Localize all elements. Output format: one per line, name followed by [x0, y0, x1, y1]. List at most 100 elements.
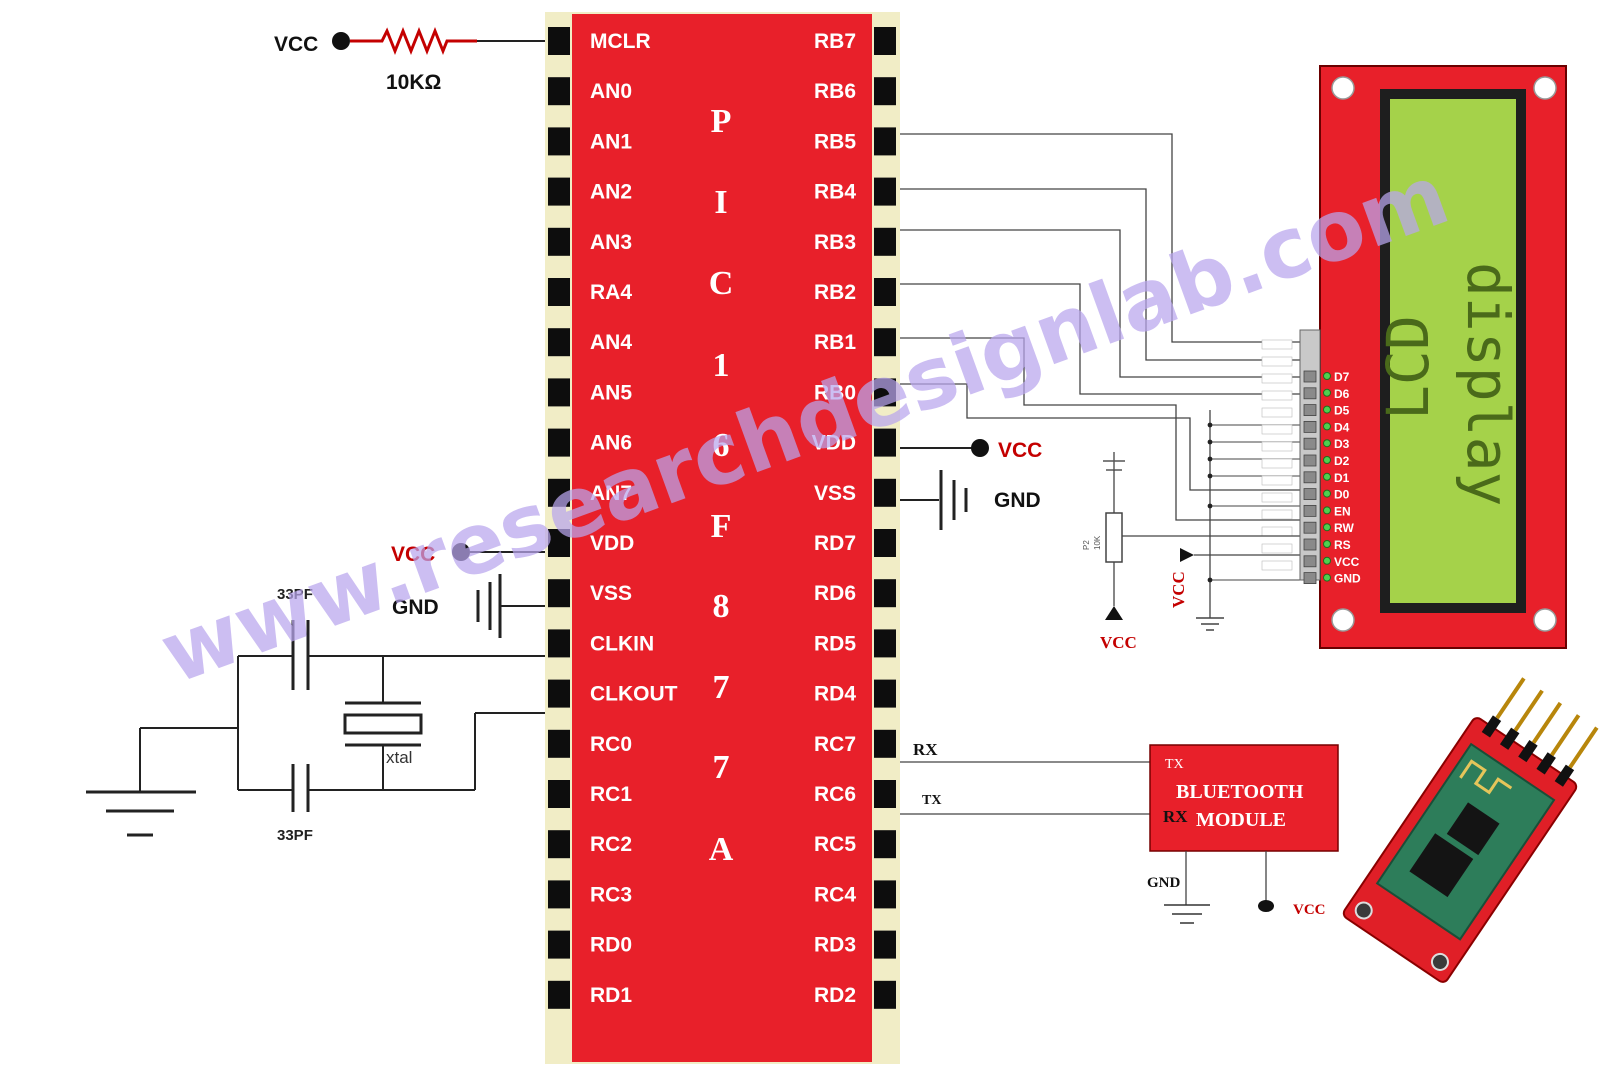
- right-pin-label: RD6: [814, 582, 856, 605]
- left-pin-pad: [548, 227, 570, 256]
- pot-vcc-label: VCC: [1100, 633, 1137, 652]
- lcd-pin-label: D2: [1334, 454, 1350, 468]
- lcd-pin-dot: [1323, 422, 1331, 431]
- wire-rb3: [900, 229, 1300, 378]
- chip-name-letter: 7: [713, 749, 730, 786]
- left-pin-label: VSS: [590, 582, 632, 605]
- net-tag: [1261, 526, 1293, 537]
- right-pin-label: RC5: [814, 833, 856, 856]
- hc05-board-illustration: [1342, 677, 1599, 983]
- right-power: VCC GND: [900, 439, 1042, 530]
- left-pin-labels: MCLRAN0AN1AN2AN3RA4AN4AN5AN6AN7VDDVSSCLK…: [590, 30, 678, 1007]
- left-pin-label: RC1: [590, 783, 632, 806]
- lcd-line1-text: LCD: [1374, 315, 1442, 420]
- right-pin-pad: [874, 127, 896, 156]
- pot-body: [1105, 512, 1123, 563]
- lcd-header-pin: [1303, 538, 1317, 551]
- right-vcc-terminal: [971, 439, 989, 457]
- pic-chip: MCLRAN0AN1AN2AN3RA4AN4AN5AN6AN7VDDVSSCLK…: [545, 12, 900, 1064]
- net-tag: [1261, 492, 1293, 503]
- left-pin-pad: [548, 830, 570, 859]
- lcd-mount-hole-tr: [1533, 76, 1557, 100]
- left-pin-pad: [548, 278, 570, 306]
- right-pin-label: RD2: [814, 984, 856, 1007]
- right-pin-label: RB4: [814, 181, 856, 204]
- right-pin-label: RB7: [814, 30, 856, 53]
- net-tag: [1261, 424, 1293, 435]
- right-pin-pad: [874, 328, 896, 357]
- chip-name-letter: 8: [713, 588, 730, 625]
- hc05-pin: [1518, 739, 1538, 763]
- net-tag: [1261, 390, 1293, 401]
- pot-value-label: 10K: [1093, 535, 1102, 550]
- left-pin-label: AN4: [590, 331, 632, 354]
- left-pin-label: AN0: [590, 80, 632, 103]
- left-pin-pad: [548, 930, 570, 959]
- right-pin-label: RB2: [814, 281, 856, 304]
- contrast-pot: VCC VCC P2 10K: [1082, 452, 1300, 652]
- net-tag: [1261, 509, 1293, 520]
- right-pin-pad: [874, 679, 896, 708]
- left-pin-label: RC2: [590, 833, 632, 856]
- xtal-body: [343, 713, 423, 735]
- chip-name-letter: 6: [713, 427, 730, 464]
- hc05-lead: [1531, 701, 1563, 744]
- lcd-header-pin: [1303, 572, 1317, 584]
- right-pin-label: RC4: [814, 883, 856, 906]
- left-pin-label: CLKIN: [590, 632, 654, 655]
- left-pin-pad: [548, 328, 570, 357]
- left-pin-pads: [548, 27, 570, 1009]
- junction-dot: [1207, 473, 1213, 479]
- left-pin-label: MCLR: [590, 30, 651, 53]
- hc05-lead: [1568, 726, 1599, 769]
- right-pin-pad: [874, 780, 896, 808]
- bluetooth-box: [1149, 744, 1339, 852]
- chip-name-letter: I: [714, 184, 727, 221]
- lcd-wire-tags: [1261, 339, 1293, 571]
- left-pin-pad: [548, 77, 570, 106]
- cap-top-label: 33PF: [277, 586, 313, 603]
- left-pin-pad: [548, 980, 570, 1009]
- left-vdd-vcc-label: VCC: [391, 543, 435, 566]
- lcd-pin-label: D3: [1334, 437, 1350, 451]
- bt-rx-pin-label: RX: [1163, 807, 1188, 826]
- right-pin-pads: [874, 27, 896, 1009]
- lcd-pin-label: D7: [1334, 370, 1350, 384]
- lcd-vcc-side-label: VCC: [1169, 571, 1188, 608]
- lcd-pin-dot: [1323, 456, 1331, 464]
- left-pin-pad: [548, 629, 570, 658]
- right-pin-label: RD4: [814, 683, 856, 706]
- lcd-pin-label: GND: [1334, 572, 1361, 586]
- vcc-terminal: [332, 32, 350, 50]
- right-vss-gnd-label: GND: [994, 489, 1041, 512]
- right-pin-pad: [874, 729, 896, 758]
- left-pin-pad: [548, 579, 570, 608]
- net-tag: [1261, 458, 1293, 469]
- left-pin-pad: [548, 780, 570, 808]
- left-pin-label: AN7: [590, 482, 632, 505]
- hc05-chip-1: [1409, 833, 1474, 898]
- lcd-pin-dot: [1323, 556, 1331, 565]
- right-pin-label: RB5: [814, 130, 856, 153]
- hc05-pin: [1499, 727, 1520, 750]
- hc05-lead: [1495, 677, 1526, 720]
- lcd-mount-hole-bl: [1331, 608, 1355, 632]
- left-pin-pad: [548, 27, 570, 55]
- mclr-pullup: VCC 10KΩ: [274, 26, 545, 94]
- bluetooth-module-block: TX RX BLUETOOTH MODULE GND VCC: [1147, 744, 1339, 924]
- right-pin-label: RB0: [814, 381, 856, 404]
- lcd-header-pin: [1303, 454, 1317, 467]
- lcd-data-wires: [900, 133, 1300, 631]
- lcd-pin-label: D5: [1334, 404, 1350, 418]
- lcd-pin-dot: [1323, 372, 1331, 380]
- right-pin-pad: [874, 378, 896, 407]
- lcd-header-pin: [1303, 404, 1317, 417]
- bt-vcc-terminal: [1258, 900, 1274, 912]
- left-pin-label: AN3: [590, 231, 632, 254]
- lcd-line2-text: display: [1454, 262, 1522, 506]
- chip-name-letter: C: [709, 265, 734, 302]
- lcd-mount-hole-br: [1533, 608, 1557, 632]
- right-vdd-vcc-label: VCC: [998, 439, 1042, 462]
- junction-dot: [1207, 439, 1213, 445]
